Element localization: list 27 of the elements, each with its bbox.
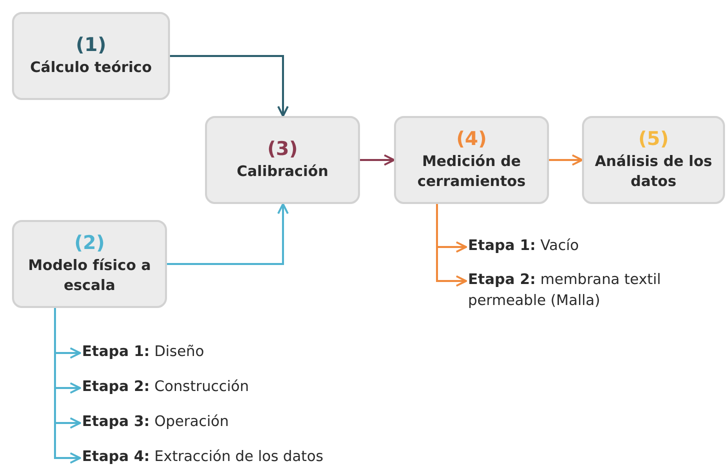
step-text: Etapa 3: Operación (82, 412, 262, 434)
box-label: Modelo físico a escala (27, 256, 152, 296)
step-text: Etapa 2: Construcción (82, 377, 282, 399)
arrow (436, 204, 467, 287)
process-box (394, 116, 549, 204)
step-text: Etapa 1: Vacío (468, 236, 668, 258)
step-number: (1) (76, 34, 106, 56)
box-label: Análisis de los datos (594, 152, 714, 192)
arrow (167, 203, 289, 265)
process-box (205, 116, 360, 204)
step-number: (4) (456, 128, 487, 150)
arrow (360, 154, 395, 166)
arrow (170, 55, 289, 117)
step-number: (3) (267, 138, 298, 160)
arrow (549, 154, 583, 166)
step-number: (2) (74, 232, 105, 254)
process-box (12, 12, 170, 100)
step-text: Etapa 2: membrana textil permeable (Malla) (468, 270, 683, 314)
box-label: Medición de cerramientos (416, 152, 527, 192)
arrow (54, 308, 81, 464)
step-text: Etapa 4: Extracción de los datos (82, 447, 352, 465)
process-box (12, 220, 167, 308)
box-label: Cálculo teórico (30, 58, 152, 78)
process-box (582, 116, 725, 204)
step-text: Etapa 1: Diseño (82, 342, 242, 364)
box-label: Calibración (236, 162, 328, 182)
step-number: (5) (638, 128, 669, 150)
